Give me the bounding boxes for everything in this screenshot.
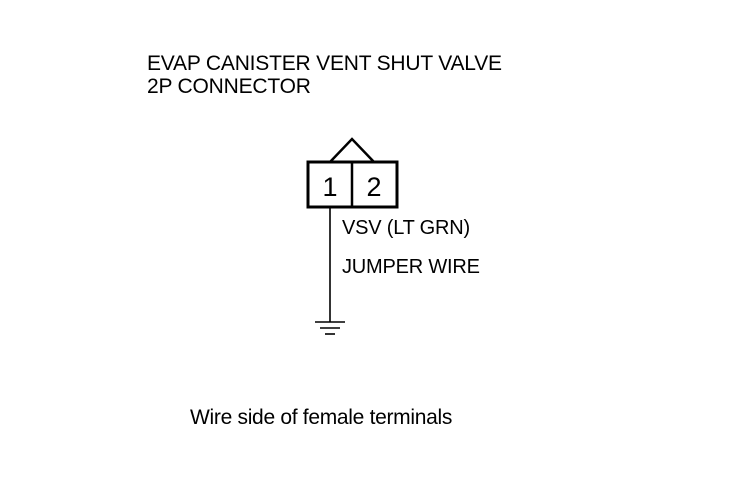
title-line-2: 2P CONNECTOR (147, 75, 311, 98)
jumper-wire-label: JUMPER WIRE (342, 256, 480, 278)
diagram-title: EVAP CANISTER VENT SHUT VALVE 2P CONNECT… (147, 52, 502, 98)
wire-color-label: VSV (LT GRN) (342, 217, 470, 239)
diagram-caption: Wire side of female terminals (190, 406, 453, 429)
ground-icon (315, 321, 345, 335)
title-line-1: EVAP CANISTER VENT SHUT VALVE (147, 52, 502, 75)
pin-1-label: 1 (322, 172, 337, 202)
connector-lock-tab (329, 137, 375, 163)
pin-2-label: 2 (366, 172, 381, 202)
